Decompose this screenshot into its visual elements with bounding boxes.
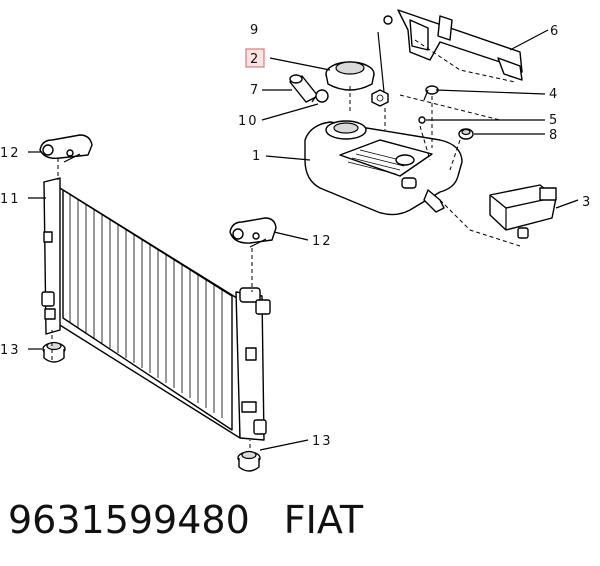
callout-10: 10 [238,114,259,129]
rubber-mount-right [237,450,261,472]
part-number: 9631599480 [8,498,250,542]
tank-mounting-bracket [397,9,523,81]
washer [418,116,426,124]
callout-8: 8 [549,128,559,143]
callout-5: 5 [549,113,559,128]
hose-connector [289,74,319,103]
brand-name: FIAT [283,498,364,542]
nut [371,15,393,107]
callout-12-right: 12 [312,234,333,249]
bolt [423,85,439,101]
callout-12-left: 12 [0,146,21,161]
exploded-parts-diagram: 2 9 7 10 1 6 4 5 8 3 12 11 12 13 13 [0,9,592,472]
hose-clamp [311,89,329,103]
callout-11: 11 [0,192,21,207]
expansion-tank-cap [325,61,375,91]
rubber-mount-left [42,341,66,363]
assembly-guide-lines [51,39,521,448]
radiator [41,177,271,441]
callout-2: 2 [250,52,260,67]
callout-7: 7 [250,83,260,98]
leader-lines [28,29,579,451]
highlighted-callout-box [245,48,265,68]
callout-6: 6 [550,24,560,39]
upper-bracket-left [39,134,93,163]
expansion-tank [304,120,463,216]
callout-13-right: 13 [312,434,333,449]
grommet [458,128,474,140]
callout-3: 3 [582,195,592,210]
callout-9: 9 [250,23,260,38]
callout-numbers: 2 9 7 10 1 6 4 5 8 3 12 11 12 13 13 [0,23,592,449]
callout-4: 4 [549,87,559,102]
upper-bracket-right [229,217,277,248]
callout-1: 1 [252,149,262,164]
callout-13-left: 13 [0,343,21,358]
level-sensor [489,184,557,239]
part-number-footer: 9631599480 FIAT [8,498,592,548]
